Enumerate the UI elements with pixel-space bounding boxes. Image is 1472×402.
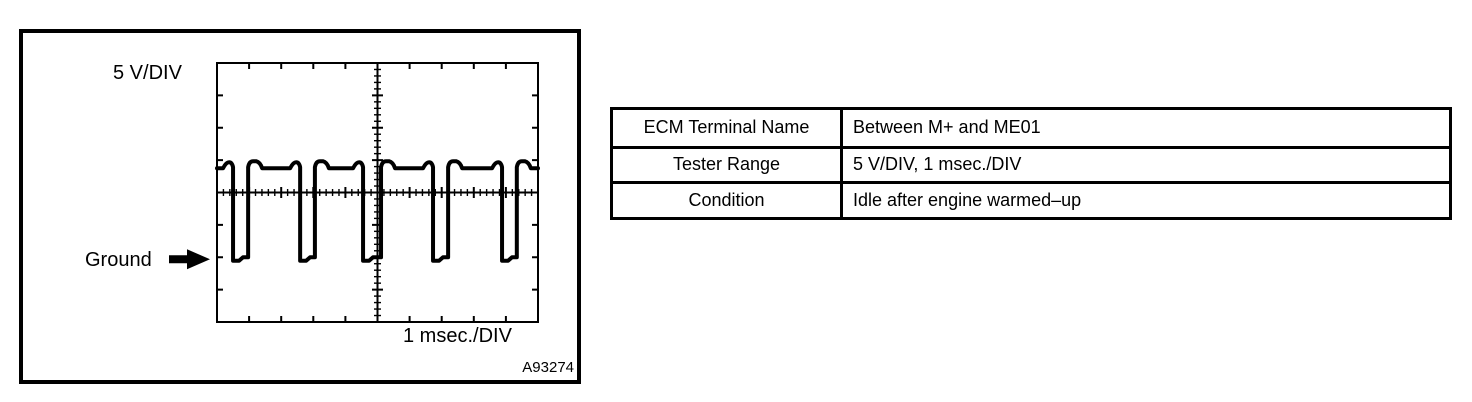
row-label-condition: Condition — [613, 184, 843, 217]
row-label-tester-range: Tester Range — [613, 148, 843, 182]
volts-per-div-label: 5 V/DIV — [113, 62, 182, 84]
scope-svg — [19, 29, 581, 384]
time-per-div-label: 1 msec./DIV — [403, 325, 512, 347]
table-row: ECM Terminal Name Between M+ and ME01 — [613, 110, 1449, 146]
row-label-ecm-terminal-name: ECM Terminal Name — [613, 110, 843, 146]
figure-border — [19, 29, 581, 384]
spec-table: ECM Terminal Name Between M+ and ME01 Te… — [610, 107, 1452, 220]
figure-id: A93274 — [522, 359, 574, 376]
row-value-condition: Idle after engine warmed–up — [853, 190, 1082, 211]
scope-figure: 5 V/DIV Ground 1 msec./DIV A93274 — [19, 29, 581, 384]
ground-label: Ground — [85, 249, 152, 271]
table-row: Condition Idle after engine warmed–up — [613, 181, 1449, 217]
row-value-tester-range: 5 V/DIV, 1 msec./DIV — [853, 154, 1022, 175]
ground-arrow-icon — [169, 249, 210, 270]
table-row: Tester Range 5 V/DIV, 1 msec./DIV — [613, 145, 1449, 182]
waveform-trace — [215, 159, 540, 263]
row-value-ecm-terminal-name: Between M+ and ME01 — [853, 117, 1041, 138]
